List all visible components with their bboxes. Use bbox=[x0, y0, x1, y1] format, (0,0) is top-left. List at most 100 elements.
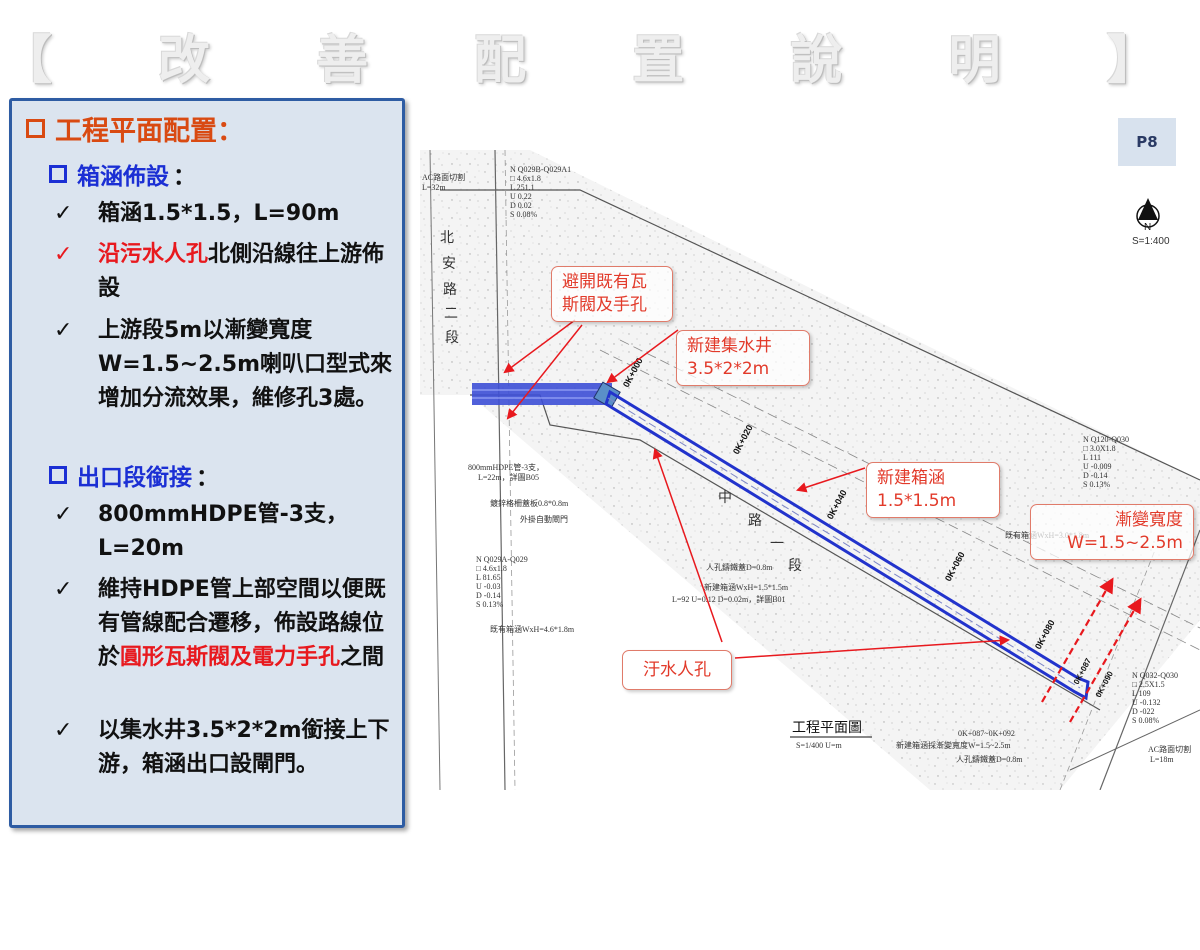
quantity-line: □ 4.6x1.8 bbox=[510, 174, 541, 183]
item-text-start: 維持HDPE管上部空間以便既有管線配合遷移，佈設路線位於 bbox=[98, 577, 386, 670]
check-icon: ✓ bbox=[54, 242, 73, 267]
culvert-heading-text: 箱涵佈設 bbox=[77, 164, 169, 190]
road-name-char: 安 bbox=[442, 256, 456, 272]
outlet-heading-text: 出口段銜接 bbox=[77, 465, 192, 491]
manhole-cover-note: 人孔鑄鐵蓋D=0.8m bbox=[706, 562, 773, 572]
check-icon: ✓ bbox=[54, 502, 73, 527]
road-name-char: 路 bbox=[748, 513, 762, 529]
drawing-scale: S=1:400 bbox=[1132, 236, 1170, 247]
callout-gradual-width: 漸變寬度W=1.5~2.5m bbox=[1030, 504, 1194, 560]
side-road-line bbox=[1069, 709, 1200, 771]
callout-avoid-gas-valve: 避開既有瓦斯閥及手孔 bbox=[551, 266, 673, 322]
item-text: 以集水井3.5*2*2m銜接上下游，箱涵出口設閘門。 bbox=[98, 718, 390, 777]
road-name-char: 二 bbox=[444, 307, 458, 322]
existing-culvert-note: 既有箱涵WxH=4.6*1.8m bbox=[490, 624, 575, 634]
section-heading-layout: 工程平面配置： bbox=[26, 109, 244, 148]
square-bullet-icon bbox=[49, 466, 67, 484]
list-item: ✓ 維持HDPE管上部空間以便既有管線配合遷移，佈設路線位於圓形瓦斯閥及電力手孔… bbox=[54, 573, 394, 675]
list-item: ✓ 箱涵1.5*1.5，L=90m bbox=[54, 197, 394, 231]
red-arrow bbox=[606, 329, 679, 384]
bottom-note: 人孔鑄鐵蓋D=0.8m bbox=[956, 754, 1023, 764]
red-arrow bbox=[734, 635, 1011, 659]
quantity-line: N Q032-Q030 bbox=[1132, 671, 1178, 680]
red-dashed-arrow bbox=[1069, 597, 1142, 723]
list-item: ✓ 上游段5m以漸變寬度W=1.5~2.5m喇叭口型式來增加分流效果，維修孔3處… bbox=[54, 314, 394, 416]
quantity-line: N Q120-Q030 bbox=[1083, 435, 1129, 444]
side-road-line bbox=[504, 150, 516, 790]
new-culvert-note: L=92 U=0.12 D=0.02m，詳圖B01 bbox=[672, 594, 786, 604]
quantity-line: N Q029A-Q029 bbox=[476, 555, 528, 564]
item-text-end: 之間 bbox=[340, 645, 385, 670]
quantity-line: □ 4.6x1.8 bbox=[476, 564, 507, 573]
callout-new-culvert: 新建箱涵1.5*1.5m bbox=[866, 462, 1000, 518]
check-icon: ✓ bbox=[54, 201, 73, 226]
item-text-highlight: 沿污水人孔 bbox=[98, 242, 209, 267]
plan-title: 工程平面圖 bbox=[792, 720, 862, 736]
quantity-line: D -022 bbox=[1132, 707, 1154, 716]
quantity-line: L 81.65 bbox=[476, 573, 501, 582]
grate-note: 鍍鋅格柵蓋板0.8*0.8m bbox=[490, 498, 569, 508]
engineering-plan-drawing: 0K+000 0K+020 0K+040 0K+060 0K+080 0K+08… bbox=[420, 150, 1200, 790]
side-road-line bbox=[494, 150, 506, 790]
quantity-line: N Q029B-Q029A1 bbox=[510, 165, 571, 174]
red-arrow bbox=[796, 467, 866, 493]
bottom-note: 新建箱涵採漸變寬度W=1.5~2.5m bbox=[896, 740, 1011, 750]
road-name-char: 段 bbox=[788, 558, 802, 574]
quantity-line: L 109 bbox=[1132, 689, 1151, 698]
layout-heading-text: 工程平面配置： bbox=[55, 116, 244, 147]
quantity-line: U -0.009 bbox=[1083, 462, 1111, 471]
quantity-line: □ 3.0X1.8 bbox=[1083, 444, 1116, 453]
quantity-line: U -0.132 bbox=[1132, 698, 1160, 707]
section-heading-outlet: 出口段銜接 ： bbox=[49, 458, 219, 492]
quantity-line: S 0.13% bbox=[476, 600, 503, 609]
colon: ： bbox=[173, 164, 196, 190]
page-title: 【 改 善 配 置 說 明 】 bbox=[0, 31, 1200, 91]
list-item: ✓ 800mmHDPE管-3支，L=20m bbox=[54, 498, 394, 566]
quantity-line: D -0.14 bbox=[476, 591, 500, 600]
item-text: 箱涵1.5*1.5，L=90m bbox=[98, 201, 340, 226]
check-icon: ✓ bbox=[54, 318, 73, 343]
quantity-line: L 251.1 bbox=[510, 183, 535, 192]
quantity-line: D 0.02 bbox=[510, 201, 532, 210]
square-bullet-icon bbox=[26, 119, 45, 138]
ac-cut-label: AC路面切割 bbox=[1148, 744, 1191, 754]
ac-cut-length: L=32m bbox=[422, 183, 446, 192]
quantity-line: S 0.13% bbox=[1083, 480, 1110, 489]
item-text: 800mmHDPE管-3支，L=20m bbox=[98, 502, 349, 561]
road-name-char: 路 bbox=[443, 282, 457, 298]
plan-scale: S=1/400 U=m bbox=[796, 741, 842, 750]
side-road-line bbox=[1059, 549, 1156, 790]
side-road-line bbox=[429, 150, 441, 790]
ac-cut-length: L=18m bbox=[1150, 755, 1174, 764]
road-edge-north bbox=[440, 189, 1200, 481]
ac-cut-label: AC路面切割 bbox=[422, 172, 465, 182]
square-bullet-icon bbox=[49, 165, 67, 183]
page-number-badge: P8 bbox=[1118, 118, 1176, 166]
hdpe-note: 800mmHDPE管-3支， bbox=[468, 462, 544, 472]
red-arrow bbox=[503, 319, 576, 374]
new-culvert bbox=[604, 389, 1090, 701]
road-name-char: 中 bbox=[718, 490, 732, 506]
red-arrow bbox=[506, 324, 583, 420]
side-road-line bbox=[1099, 529, 1200, 790]
list-item: ✓ 沿污水人孔北側沿線往上游佈設 bbox=[54, 238, 394, 306]
new-culvert-note: 新建箱涵WxH=1.5*1.5m bbox=[704, 582, 789, 592]
item-text: 維持HDPE管上部空間以便既有管線配合遷移，佈設路線位於圓形瓦斯閥及電力手孔之間 bbox=[98, 573, 394, 675]
item-text: 上游段5m以漸變寬度W=1.5~2.5m喇叭口型式來增加分流效果，維修孔3處。 bbox=[98, 318, 393, 411]
list-item: ✓ 以集水井3.5*2*2m銜接上下游，箱涵出口設閘門。 bbox=[54, 714, 394, 782]
item-text-highlight: 圓形瓦斯閥及電力手孔 bbox=[120, 645, 341, 670]
bottom-note: 0K+087~0K+092 bbox=[958, 729, 1015, 738]
hdpe-note: L=22m，詳圖B05 bbox=[478, 472, 539, 482]
check-icon: ✓ bbox=[54, 718, 73, 743]
road-name-char: 北 bbox=[440, 230, 454, 246]
quantity-line: D -0.14 bbox=[1083, 471, 1107, 480]
description-panel: 工程平面配置： 箱涵佈設 ： ✓ 箱涵1.5*1.5，L=90m ✓ 沿污水人孔… bbox=[9, 98, 405, 828]
item-text: 沿污水人孔北側沿線往上游佈設 bbox=[98, 238, 394, 306]
north-label: N bbox=[1144, 222, 1151, 233]
north-arrow-icon bbox=[1136, 198, 1160, 228]
colon: ： bbox=[196, 465, 219, 491]
section-heading-culvert: 箱涵佈設 ： bbox=[49, 157, 196, 191]
quantity-line: □ 2.5X1.5 bbox=[1132, 680, 1165, 689]
red-dashed-arrow bbox=[1041, 577, 1114, 703]
quantity-line: U -0.03 bbox=[476, 582, 500, 591]
